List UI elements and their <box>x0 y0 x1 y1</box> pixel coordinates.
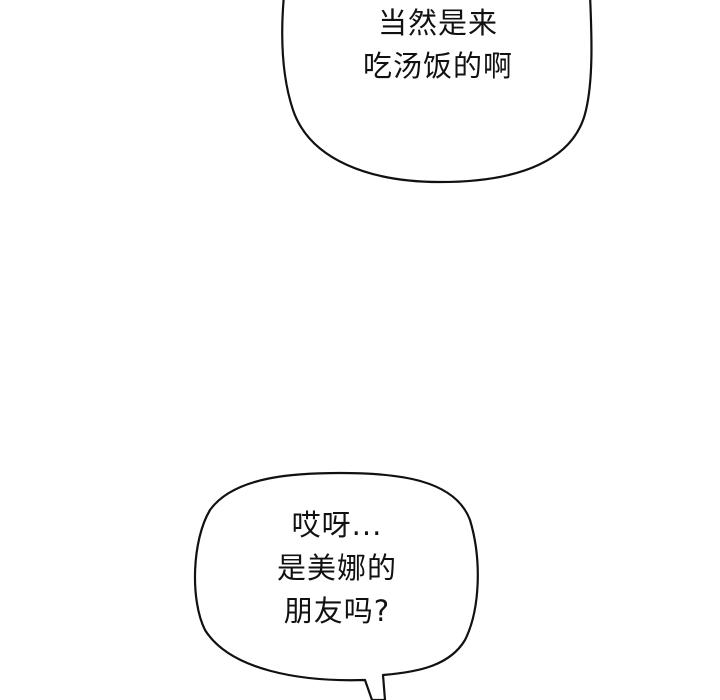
speech-bubble-top <box>281 0 593 184</box>
dialogue-line: 朋友吗? <box>283 594 391 628</box>
speech-bubble-bottom-text: 哎呀... 是美娜的 朋友吗? <box>222 504 452 633</box>
dialogue-line: 当然是来 <box>377 6 498 40</box>
dialogue-line: 吃汤饭的啊 <box>362 49 513 83</box>
dialogue-line: 哎呀... <box>291 508 383 542</box>
dialogue-line: 是美娜的 <box>276 551 397 585</box>
speech-bubble-top-text: 当然是来 吃汤饭的啊 <box>318 2 558 88</box>
speech-bubble-bottom <box>193 471 479 700</box>
